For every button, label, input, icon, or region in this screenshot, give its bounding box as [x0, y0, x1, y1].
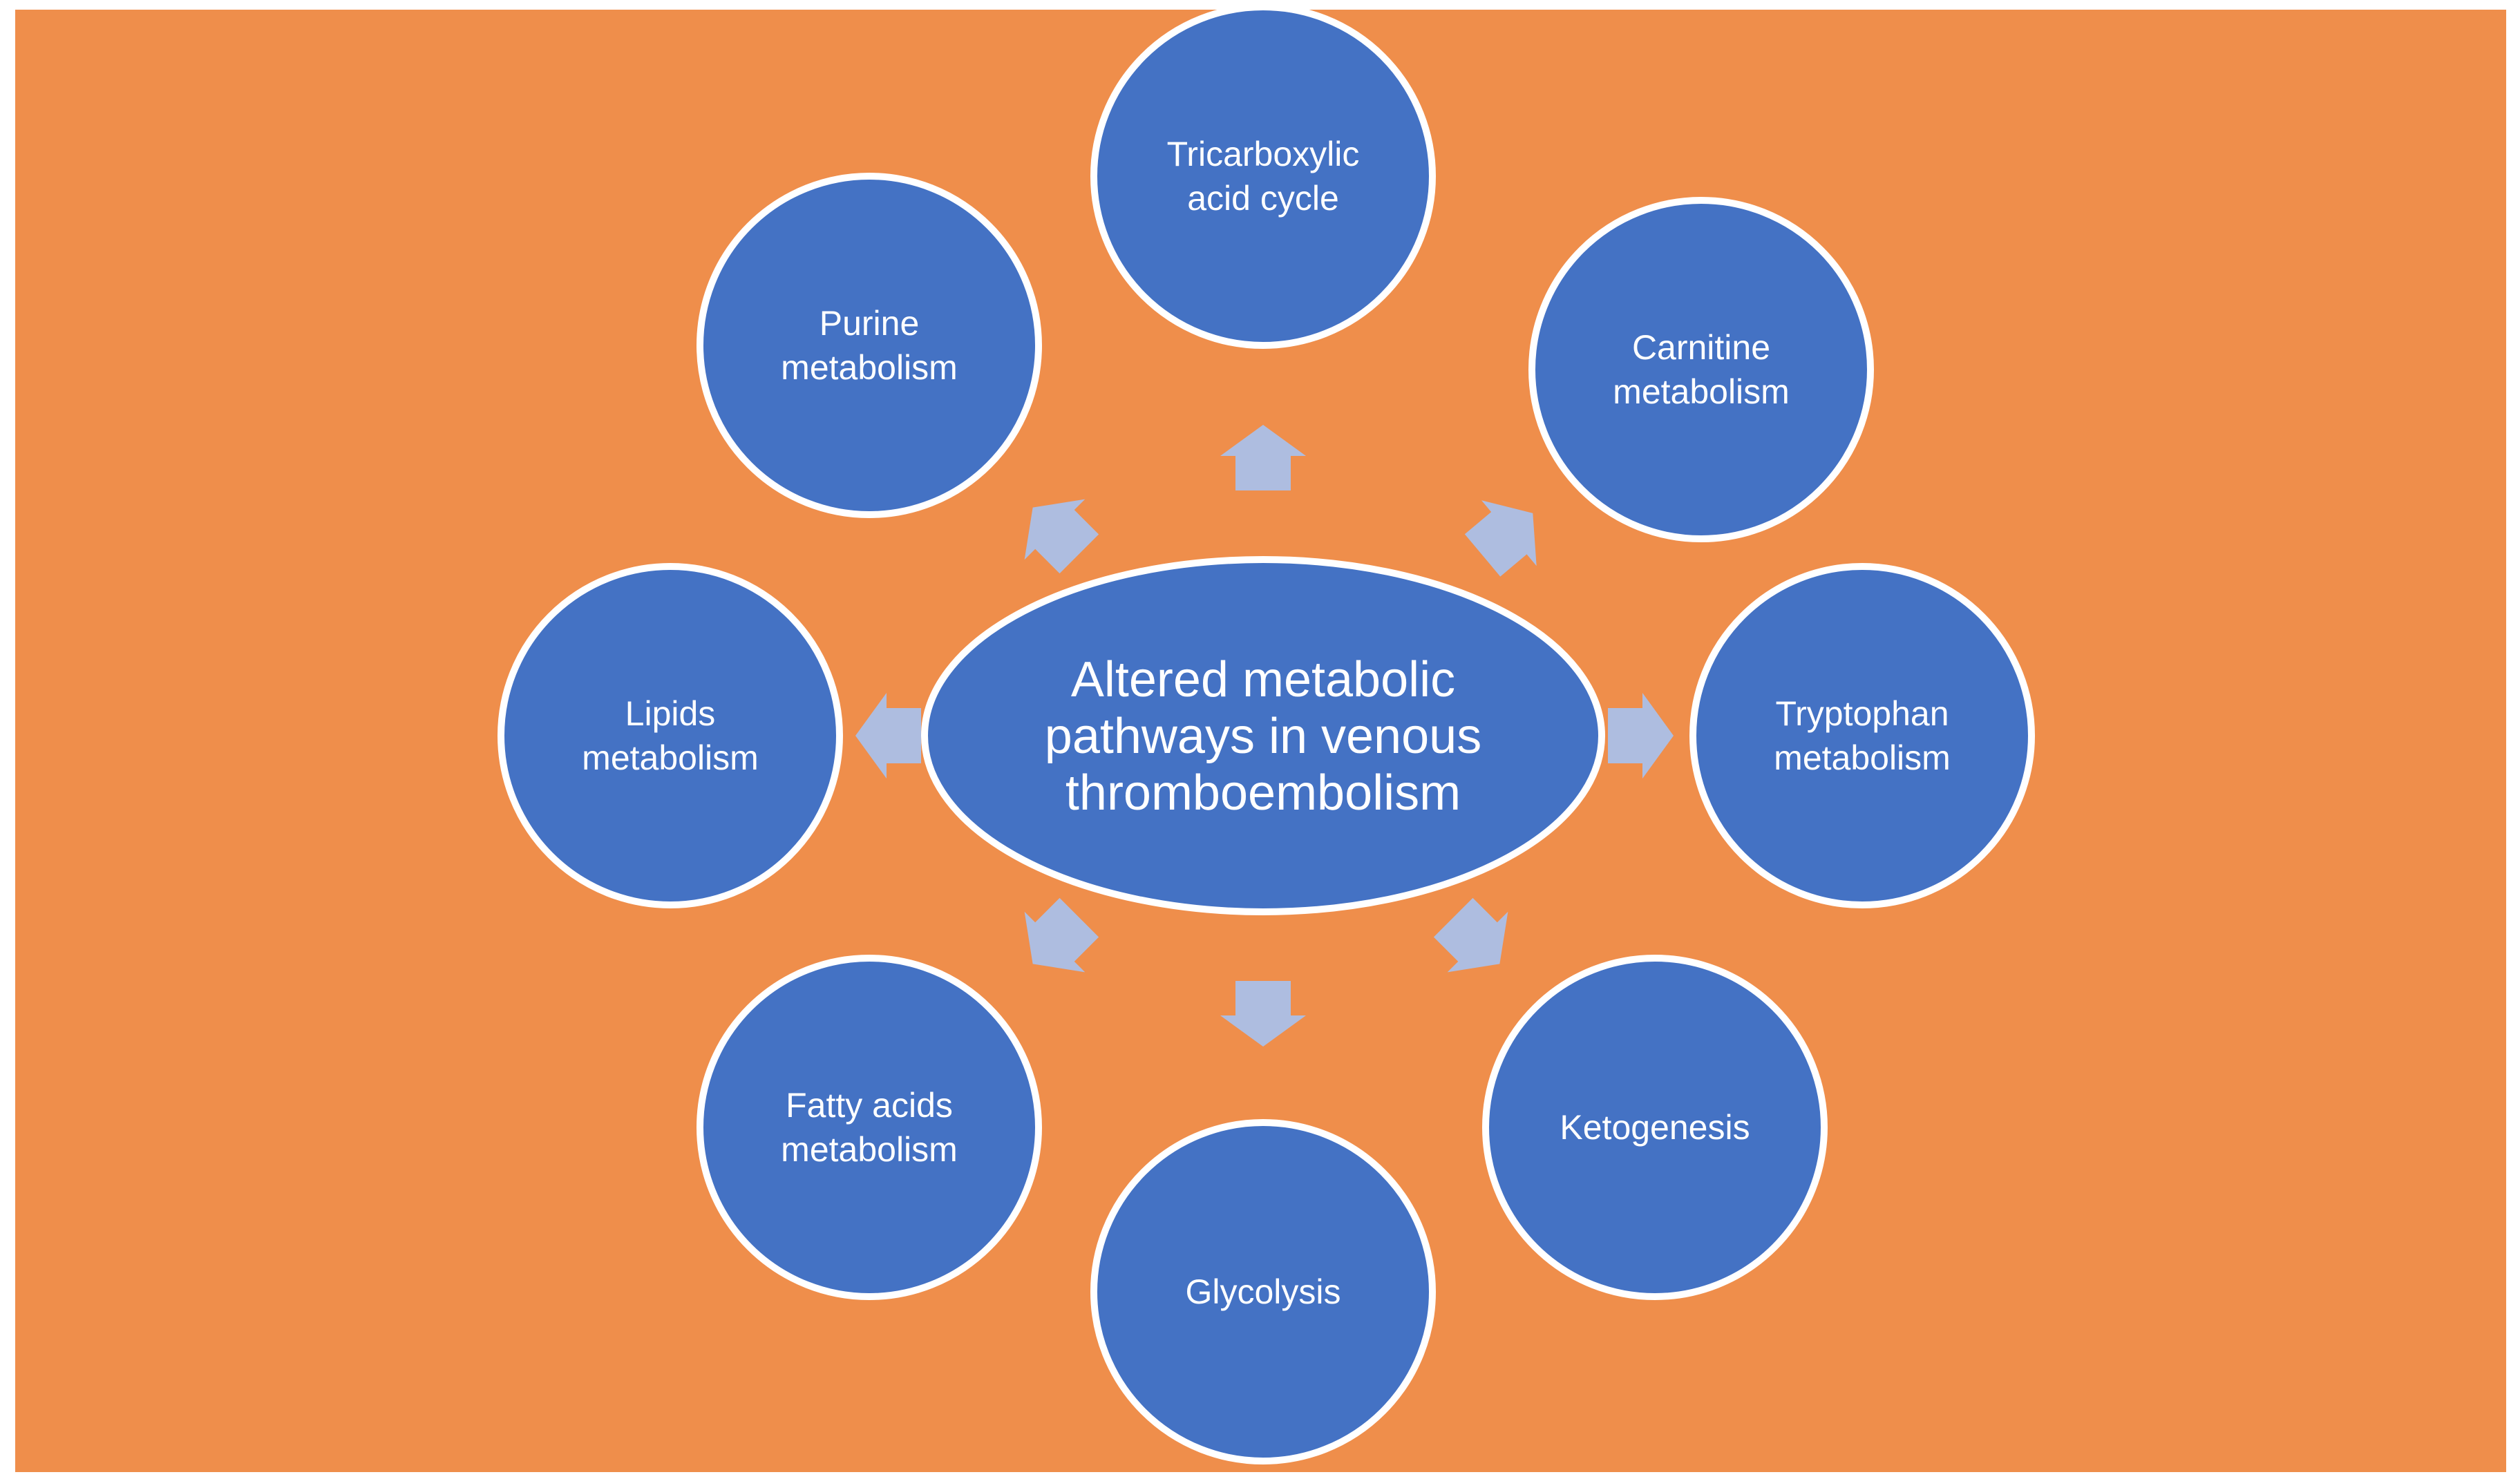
node-fatty-acids-circle	[697, 955, 1042, 1300]
center-label-line: thromboembolism	[1065, 765, 1461, 821]
node-tryptophan-label-line: metabolism	[1774, 738, 1951, 777]
arrow-to-lipids	[855, 693, 921, 779]
node-purine-label: Purine metabolism	[781, 304, 958, 387]
node-lipids-label: Lipids metabolism	[582, 694, 759, 777]
node-ketogenesis-label-line: Ketogenesis	[1560, 1108, 1750, 1147]
node-lipids-label-line: metabolism	[582, 738, 759, 777]
arrow-to-fatty-acids	[1024, 897, 1099, 973]
node-lipids: Lipids metabolism	[498, 563, 843, 908]
node-fatty-acids: Fatty acids metabolism	[697, 955, 1042, 1300]
node-purine-label-line: metabolism	[781, 348, 958, 387]
node-carnitine: Carnitine metabolism	[1528, 197, 1874, 542]
node-tryptophan-label-line: Tryptophan	[1775, 694, 1949, 733]
node-glycolysis-circle	[1090, 1119, 1436, 1464]
center-ellipse	[921, 556, 1605, 915]
node-tca-label: Tricarboxylic acid cycle	[1167, 135, 1360, 218]
node-ketogenesis-circle	[1482, 955, 1828, 1300]
node-lipids-circle	[498, 563, 843, 908]
arrow-to-ketogenesis	[1433, 897, 1508, 973]
node-carnitine-label: Carnitine metabolism	[1613, 328, 1790, 411]
node-ketogenesis: Ketogenesis	[1482, 955, 1828, 1300]
node-purine-label-line: Purine	[820, 304, 920, 343]
center-label-line: pathways in venous	[1045, 709, 1481, 764]
arrow-to-tca	[1220, 425, 1306, 490]
node-glycolysis-label-line: Glycolysis	[1185, 1272, 1340, 1311]
node-tca-label-line: Tricarboxylic	[1167, 135, 1360, 173]
node-lipids-label-line: Lipids	[625, 694, 716, 733]
node-tryptophan-label: Tryptophan metabolism	[1774, 694, 1951, 777]
node-carnitine-circle	[1528, 197, 1874, 542]
arrow-to-carnitine	[1464, 500, 1537, 577]
node-tryptophan: Tryptophan metabolism	[1689, 563, 2035, 908]
node-carnitine-label-line: metabolism	[1613, 372, 1790, 411]
node-fatty-acids-label: Fatty acids metabolism	[781, 1086, 958, 1169]
arrow-to-tryptophan	[1608, 693, 1674, 779]
node-purine: Purine metabolism	[697, 173, 1042, 518]
node-tca-label-line: acid cycle	[1187, 179, 1339, 218]
arrow-to-purine	[1024, 499, 1099, 574]
arrow-to-glycolysis	[1220, 981, 1306, 1047]
node-purine-circle	[697, 173, 1042, 518]
node-tryptophan-circle	[1689, 563, 2035, 908]
node-tca: Tricarboxylic acid cycle	[1090, 3, 1436, 349]
node-fatty-acids-label-line: Fatty acids	[786, 1086, 953, 1125]
node-glycolysis: Glycolysis	[1090, 1119, 1436, 1464]
node-carnitine-label-line: Carnitine	[1632, 328, 1770, 367]
node-fatty-acids-label-line: metabolism	[781, 1130, 958, 1169]
node-ketogenesis-label: Ketogenesis	[1560, 1108, 1750, 1147]
center-label-line: Altered metabolic	[1071, 652, 1455, 707]
node-glycolysis-label: Glycolysis	[1185, 1272, 1340, 1311]
arrows-layer	[855, 425, 1674, 1047]
node-tca-circle	[1090, 3, 1436, 349]
